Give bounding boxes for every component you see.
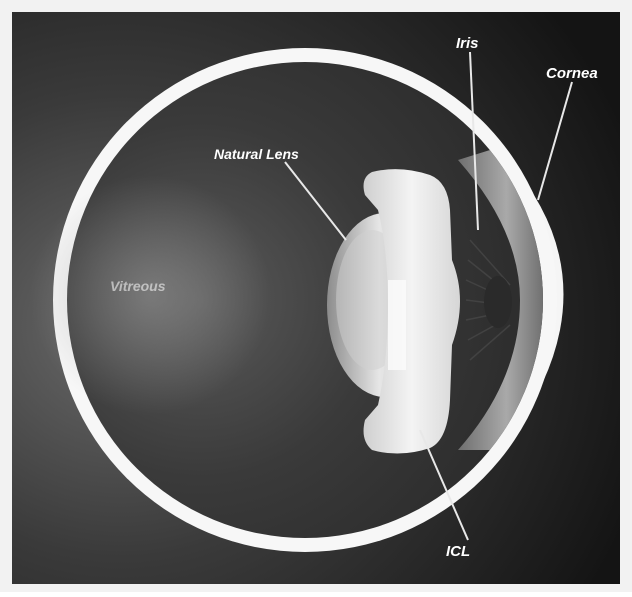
label-icl: ICL — [446, 543, 470, 560]
icl-optic-highlight — [388, 280, 406, 370]
pupil — [484, 276, 512, 328]
vitreous-glow — [30, 175, 270, 415]
label-iris: Iris — [456, 35, 479, 52]
label-cornea: Cornea — [546, 65, 598, 82]
label-vitreous: Vitreous — [110, 278, 166, 294]
label-natural-lens: Natural Lens — [214, 146, 299, 162]
